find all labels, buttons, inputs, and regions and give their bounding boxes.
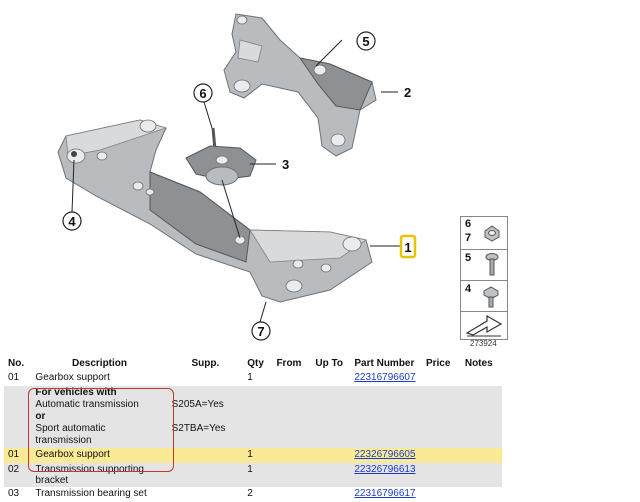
cell-description: Transmission bearing set <box>35 488 147 499</box>
col-header-no[interactable]: No. <box>4 355 32 371</box>
cell-no: 01 <box>4 448 32 463</box>
callout-label: 5 <box>362 34 369 49</box>
cell-part-number: 22326796605 <box>350 448 422 463</box>
callout-1-highlighted[interactable]: 1 <box>399 234 417 259</box>
col-header-qty[interactable]: Qty <box>243 355 273 371</box>
cell-notes <box>461 487 502 502</box>
cell-supp: S205A=Yes S2TBA=Yes <box>167 386 244 448</box>
table-header-row: No. Description Supp. Qty From Up To Par… <box>4 355 502 371</box>
cell-description: For vehicles with Automatic transmission… <box>31 386 168 448</box>
cell-supp <box>167 448 244 463</box>
cell-from <box>272 487 311 502</box>
condition-or: or <box>35 411 46 422</box>
diagram-reference-number: 273924 <box>470 339 497 348</box>
table-row[interactable]: 03 Transmission bearing set 2 2231679661… <box>4 487 502 502</box>
col-header-notes[interactable]: Notes <box>460 355 502 371</box>
part-number-link[interactable]: 22326796605 <box>354 449 416 460</box>
callout-5[interactable]: 5 <box>356 31 376 51</box>
callout-label: 4 <box>68 214 76 229</box>
callout-7[interactable]: 7 <box>251 321 271 341</box>
cell-part-number: 22316796607 <box>350 371 422 386</box>
part-number-link[interactable]: 22316796617 <box>354 488 416 499</box>
cell-description: Transmission supporting bracket <box>31 463 168 487</box>
cell-part-number: 22316796617 <box>350 487 422 502</box>
col-header-price[interactable]: Price <box>421 355 461 371</box>
callout-label: 2 <box>404 85 411 100</box>
condition-line: Automatic transmission <box>35 399 139 410</box>
nut-icon <box>484 225 500 242</box>
callout-6[interactable]: 6 <box>193 83 213 103</box>
cell-supp <box>168 371 244 386</box>
table-row-conditions: For vehicles with Automatic transmission… <box>4 386 502 448</box>
legend-item-nut[interactable]: 6 7 <box>461 217 507 250</box>
cell-price <box>422 487 461 502</box>
callout-label: 3 <box>282 157 289 172</box>
cell-up-to <box>311 463 351 487</box>
cell-no <box>4 386 32 448</box>
col-header-up-to[interactable]: Up To <box>311 355 351 371</box>
cell-up-to <box>311 487 350 502</box>
cell-no: 03 <box>8 488 20 499</box>
parts-diagram: 5 2 3 6 1 4 7 <box>57 13 417 341</box>
supp-code: S2TBA=Yes <box>171 423 226 434</box>
legend-item-tool[interactable] <box>461 312 507 339</box>
legend-label: 4 <box>465 283 472 295</box>
cell-price <box>421 448 461 463</box>
cell-price <box>421 463 461 487</box>
table-row-highlighted[interactable]: 01 Gearbox support 1 22326796605 <box>4 448 502 463</box>
table-row[interactable]: 02 Transmission supporting bracket 1 223… <box>4 463 502 487</box>
cell-notes <box>461 371 502 386</box>
bolt-icon <box>485 253 499 276</box>
legend-label: 5 <box>465 252 472 264</box>
transmission-bracket-illustration <box>223 13 377 157</box>
table-row[interactable]: 01 Gearbox support 1 22316796607 <box>4 371 502 386</box>
col-header-supp[interactable]: Supp. <box>167 355 244 371</box>
gearbox-support-illustration <box>57 119 373 303</box>
legend-item-bolt[interactable]: 5 <box>461 250 507 281</box>
cell-supp <box>167 463 244 487</box>
cell-from <box>272 448 312 463</box>
cell-part-number: 22326796613 <box>350 463 422 487</box>
cell-qty: 1 <box>243 448 273 463</box>
cell-qty: 2 <box>247 488 253 499</box>
cell-notes <box>460 463 502 487</box>
cell-no: 01 <box>8 372 20 383</box>
part-number-link[interactable]: 22316796607 <box>354 372 416 383</box>
fastener-legend: 6 7 5 4 <box>460 216 508 340</box>
callout-label: 1 <box>404 240 411 255</box>
cell-notes <box>460 448 502 463</box>
col-header-from[interactable]: From <box>272 355 312 371</box>
cell-no: 02 <box>4 463 32 487</box>
condition-line: Sport automatic transmission <box>35 423 106 446</box>
flange-bolt-icon <box>483 286 499 308</box>
cell-up-to <box>311 448 351 463</box>
legend-label: 7 <box>465 232 472 244</box>
cell-qty: 1 <box>247 372 253 383</box>
cell-from <box>272 371 311 386</box>
cell-up-to <box>311 371 350 386</box>
callout-2[interactable]: 2 <box>404 85 411 100</box>
condition-heading: For vehicles with <box>35 387 117 398</box>
transmission-mount-illustration <box>185 127 257 186</box>
part-number-link[interactable]: 22326796613 <box>354 464 416 475</box>
callout-3[interactable]: 3 <box>282 157 289 172</box>
callout-label: 6 <box>199 86 206 101</box>
cell-description: Gearbox support <box>35 372 110 383</box>
cell-description: Gearbox support <box>31 448 168 463</box>
cell-from <box>272 463 312 487</box>
col-header-part-number[interactable]: Part Number <box>350 355 422 371</box>
supp-code: S205A=Yes <box>171 399 224 410</box>
legend-label: 6 <box>465 218 472 230</box>
callout-4[interactable]: 4 <box>62 211 82 231</box>
legend-item-flange-bolt[interactable]: 4 <box>461 281 507 312</box>
cell-supp <box>168 487 244 502</box>
cell-qty: 1 <box>243 463 273 487</box>
cell-price <box>422 371 461 386</box>
col-header-description[interactable]: Description <box>31 355 168 371</box>
callout-label: 7 <box>257 324 264 339</box>
tool-arrow-icon <box>465 315 503 337</box>
